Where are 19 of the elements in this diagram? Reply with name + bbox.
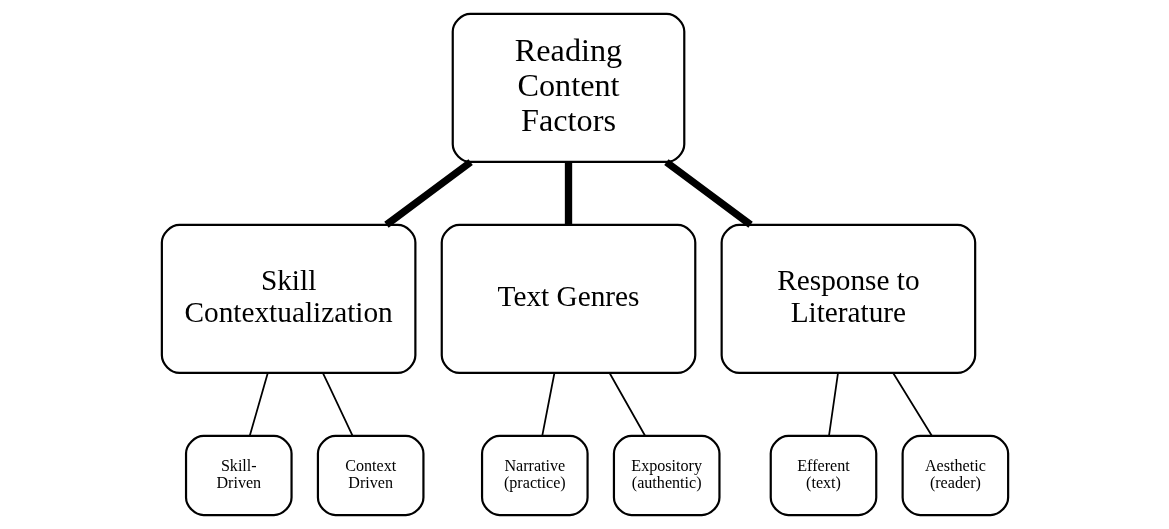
- connector: [321, 372, 353, 437]
- connector: [564, 162, 572, 225]
- node-box: Reading Content Factors: [451, 12, 685, 163]
- node-box: Narrative (practice): [480, 434, 589, 517]
- node-box: Aesthetic (reader): [901, 434, 1009, 517]
- node-box: Context Driven: [316, 434, 425, 517]
- connector: [663, 159, 753, 228]
- node-box: Expository (authentic): [612, 434, 721, 517]
- connector: [248, 372, 269, 437]
- node-box: Efferent (text): [769, 434, 877, 517]
- node-box: Response to Literature: [720, 223, 976, 375]
- connector: [540, 372, 555, 437]
- node-box: Skill- Driven: [184, 434, 293, 517]
- node-box: Text Genres: [440, 223, 696, 375]
- connector: [891, 372, 933, 437]
- connector: [608, 372, 646, 437]
- node-box: Skill Contextualization: [160, 223, 416, 375]
- connector: [383, 159, 473, 228]
- connector: [827, 372, 839, 437]
